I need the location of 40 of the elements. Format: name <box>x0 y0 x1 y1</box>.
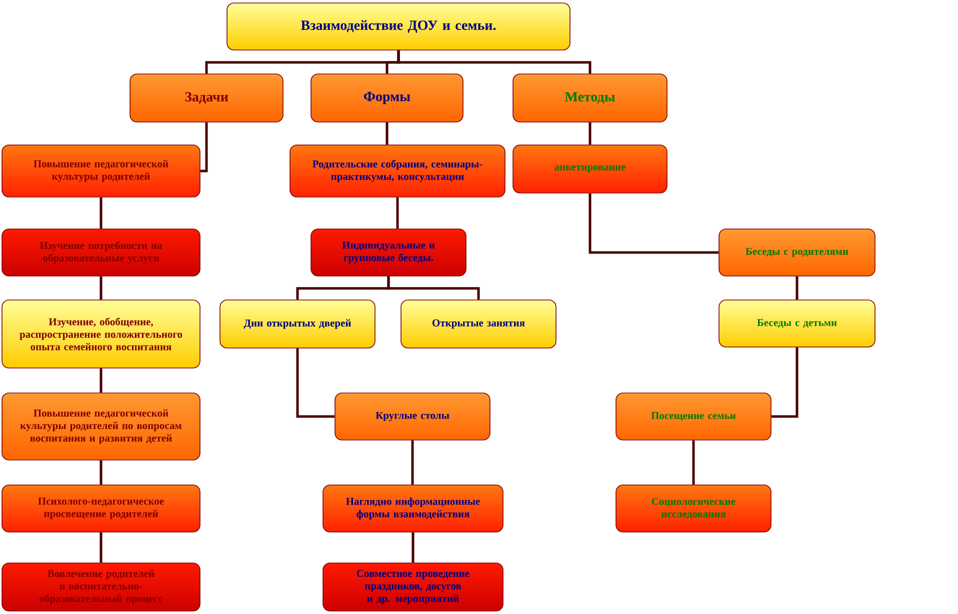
form-box: Дни открытых дверей <box>220 300 376 348</box>
connector-line <box>296 348 335 418</box>
connector-line <box>397 50 592 74</box>
method-box: Посещение семьи <box>616 392 772 440</box>
form-box: Совместное проведение праздников, досугов и др. мероприятий <box>322 562 504 612</box>
task-box: Вовлечение родителей в воспитательно-образовательный процесс <box>2 562 200 612</box>
connector-line <box>796 276 798 300</box>
connector-line <box>588 193 719 254</box>
category-box: Задачи <box>130 74 284 122</box>
form-box: Наглядно информационные формы взаимодействия <box>322 484 504 532</box>
method-box: анкетирование <box>512 144 668 194</box>
connector-line <box>412 532 414 563</box>
connector-line <box>100 276 102 300</box>
connector-line <box>387 276 480 300</box>
form-box: Круглые столы <box>334 392 490 440</box>
task-box: Изучение, обобщение, распространение положительного опыта семейного воспитания <box>2 300 200 368</box>
category-box: Формы <box>310 74 464 122</box>
task-box: Повышение педагогической культуры родителей по вопросам воспитания и развития детей <box>2 392 200 460</box>
task-box: Психолого-педагогическое просвещение родителей <box>2 484 200 532</box>
connector-line <box>396 197 399 229</box>
connector-line <box>100 197 102 229</box>
connector-line <box>588 122 592 145</box>
connector-line <box>692 440 695 485</box>
connector-line <box>386 122 388 145</box>
connector-line <box>100 460 102 485</box>
connector-line <box>771 347 798 418</box>
connector-line <box>100 368 102 393</box>
connector-line <box>200 122 208 172</box>
connector-line <box>411 440 414 485</box>
method-box: Беседы с детьми <box>718 300 876 348</box>
category-box: Методы <box>512 74 668 122</box>
method-box: Социологические исследования <box>616 484 772 532</box>
form-box: Открытые занятия <box>400 300 556 348</box>
task-box: Повышение педагогической культуры родителей <box>2 144 200 198</box>
connector-line <box>100 532 102 563</box>
title-box: Взаимодействие ДОУ и семьи. <box>226 2 570 50</box>
form-box: Родительские собрания, семинары-практикумы, консультации <box>290 144 506 198</box>
form-box: Индивидуальные и групповые беседы. <box>310 228 466 276</box>
task-box: Изучение потребности на образовательные услуги <box>2 228 200 276</box>
method-box: Беседы с родителями <box>718 228 876 276</box>
